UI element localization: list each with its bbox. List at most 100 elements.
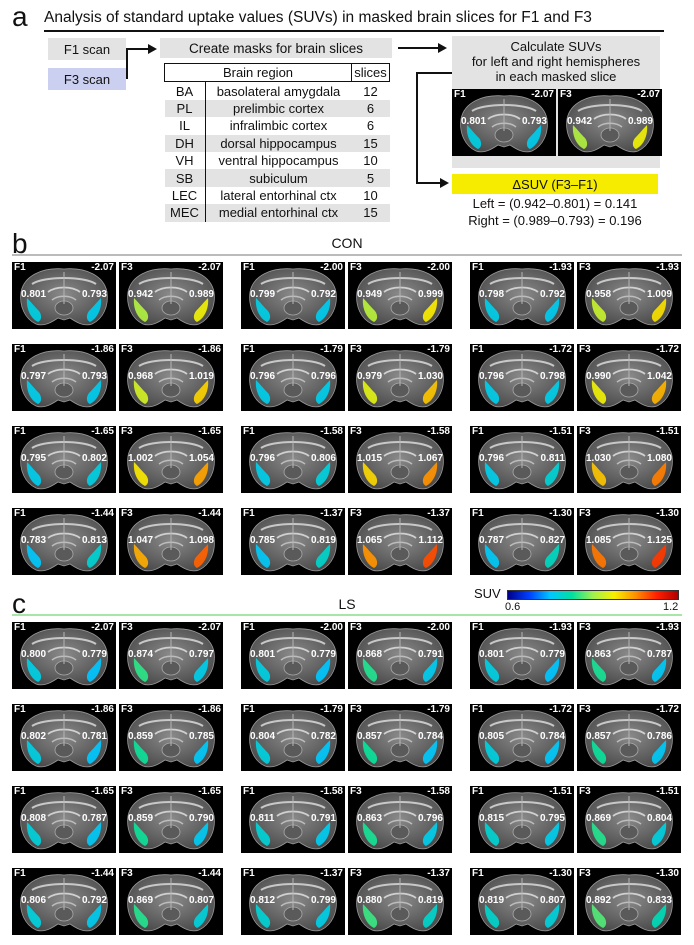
bregma-coordinate: -1.65 — [198, 786, 221, 797]
brain-slice-image — [249, 432, 337, 490]
scan-label: F3 — [121, 426, 133, 437]
right-suv-value: 0.792 — [539, 289, 565, 300]
scan-label: F3 — [350, 344, 362, 355]
right-suv-value: 0.999 — [417, 289, 443, 300]
table-header-region: Brain region — [164, 62, 352, 83]
bregma-coordinate: -1.30 — [656, 508, 679, 519]
calculate-suvs-box: Calculate SUVs for left and right hemisp… — [452, 36, 660, 86]
left-suv-mask — [255, 822, 271, 846]
left-suv-mask — [591, 904, 607, 928]
left-suv-mask — [26, 822, 42, 846]
right-suv-value: 0.799 — [310, 895, 336, 906]
right-suv-mask — [315, 822, 331, 846]
arrow-to-masks — [126, 48, 150, 50]
right-suv-mask — [86, 298, 102, 322]
right-suv-value: 0.807 — [188, 895, 214, 906]
right-suv-value: 0.781 — [81, 731, 107, 742]
left-suv-mask — [466, 125, 482, 149]
left-suv-value: 0.797 — [21, 371, 47, 382]
right-suv-value: 0.782 — [310, 731, 336, 742]
arrow-to-calc — [398, 47, 440, 49]
scan-label: F1 — [14, 426, 26, 437]
right-suv-value: 0.786 — [646, 731, 672, 742]
right-suv-value: 0.792 — [310, 289, 336, 300]
right-suv-mask — [315, 298, 331, 322]
left-suv-value: 0.796 — [479, 371, 505, 382]
brain-slice-image — [20, 792, 108, 850]
left-suv-value: 0.868 — [357, 649, 383, 660]
region-slices: 5 — [351, 169, 390, 187]
scan-label: F3 — [579, 704, 591, 715]
left-suv-mask — [255, 462, 271, 486]
brain-slice-image — [249, 792, 337, 850]
region-name: dorsal hippocampus — [204, 134, 352, 152]
bregma-coordinate: -1.30 — [549, 868, 572, 879]
colorbar — [507, 590, 679, 600]
right-suv-mask — [651, 380, 667, 404]
brain-slice-image — [356, 268, 444, 326]
panel-c-letter: c — [12, 588, 26, 619]
bregma-coordinate: -1.58 — [320, 426, 343, 437]
scan-label: F1 — [243, 344, 255, 355]
region-name: subiculum — [204, 169, 352, 187]
brain-slice-image — [478, 350, 566, 408]
right-suv-mask — [193, 904, 209, 928]
left-suv-mask — [133, 658, 149, 682]
region-slices: 12 — [363, 83, 378, 99]
scan-label: F3 — [350, 786, 362, 797]
left-suv-value: 0.783 — [21, 535, 47, 546]
left-suv-value: 0.808 — [21, 813, 47, 824]
left-suv-value: 0.869 — [128, 895, 154, 906]
left-suv-mask — [484, 298, 500, 322]
region-abbr: VH — [175, 153, 194, 169]
scan-label: F3 — [579, 622, 591, 633]
brain-slice-image — [20, 268, 108, 326]
brain-slice-image — [356, 792, 444, 850]
region-abbr: BA — [175, 83, 194, 99]
right-suv-value: 1.125 — [646, 535, 672, 546]
colorbar-label: SUV — [474, 586, 501, 601]
right-suv-value: 1.067 — [417, 453, 443, 464]
bregma-coordinate: -1.37 — [320, 508, 343, 519]
brain-slice-image — [127, 350, 215, 408]
scan-label: F3 — [350, 262, 362, 273]
right-suv-value: 0.796 — [417, 813, 443, 824]
bregma-coordinate: -1.58 — [427, 426, 450, 437]
brain-slice-image — [566, 95, 654, 153]
bregma-coordinate: -1.51 — [549, 426, 572, 437]
bregma-coordinate: -2.07 — [198, 262, 221, 273]
brain-slice-image — [127, 628, 215, 686]
f3-scan-box: F3 scan — [48, 68, 126, 90]
left-suv-mask — [26, 740, 42, 764]
panel-c-rule — [12, 614, 682, 616]
left-suv-mask — [591, 462, 607, 486]
right-suv-mask — [422, 740, 438, 764]
bregma-coordinate: -2.00 — [427, 262, 450, 273]
right-suv-mask — [651, 740, 667, 764]
left-suv-value: 0.801 — [479, 649, 505, 660]
right-suv-mask — [86, 822, 102, 846]
right-suv-mask — [193, 298, 209, 322]
right-suv-value: 0.793 — [81, 371, 107, 382]
left-suv-value: 0.806 — [21, 895, 47, 906]
brain-slice-image — [127, 432, 215, 490]
right-suv-mask — [544, 380, 560, 404]
region-name: prelimbic cortex — [204, 99, 352, 118]
left-suv-mask — [362, 298, 378, 322]
right-suv-mask — [86, 544, 102, 568]
right-suv-mask — [651, 822, 667, 846]
brain-slice-image — [356, 710, 444, 768]
right-suv-value: 0.779 — [539, 649, 565, 660]
